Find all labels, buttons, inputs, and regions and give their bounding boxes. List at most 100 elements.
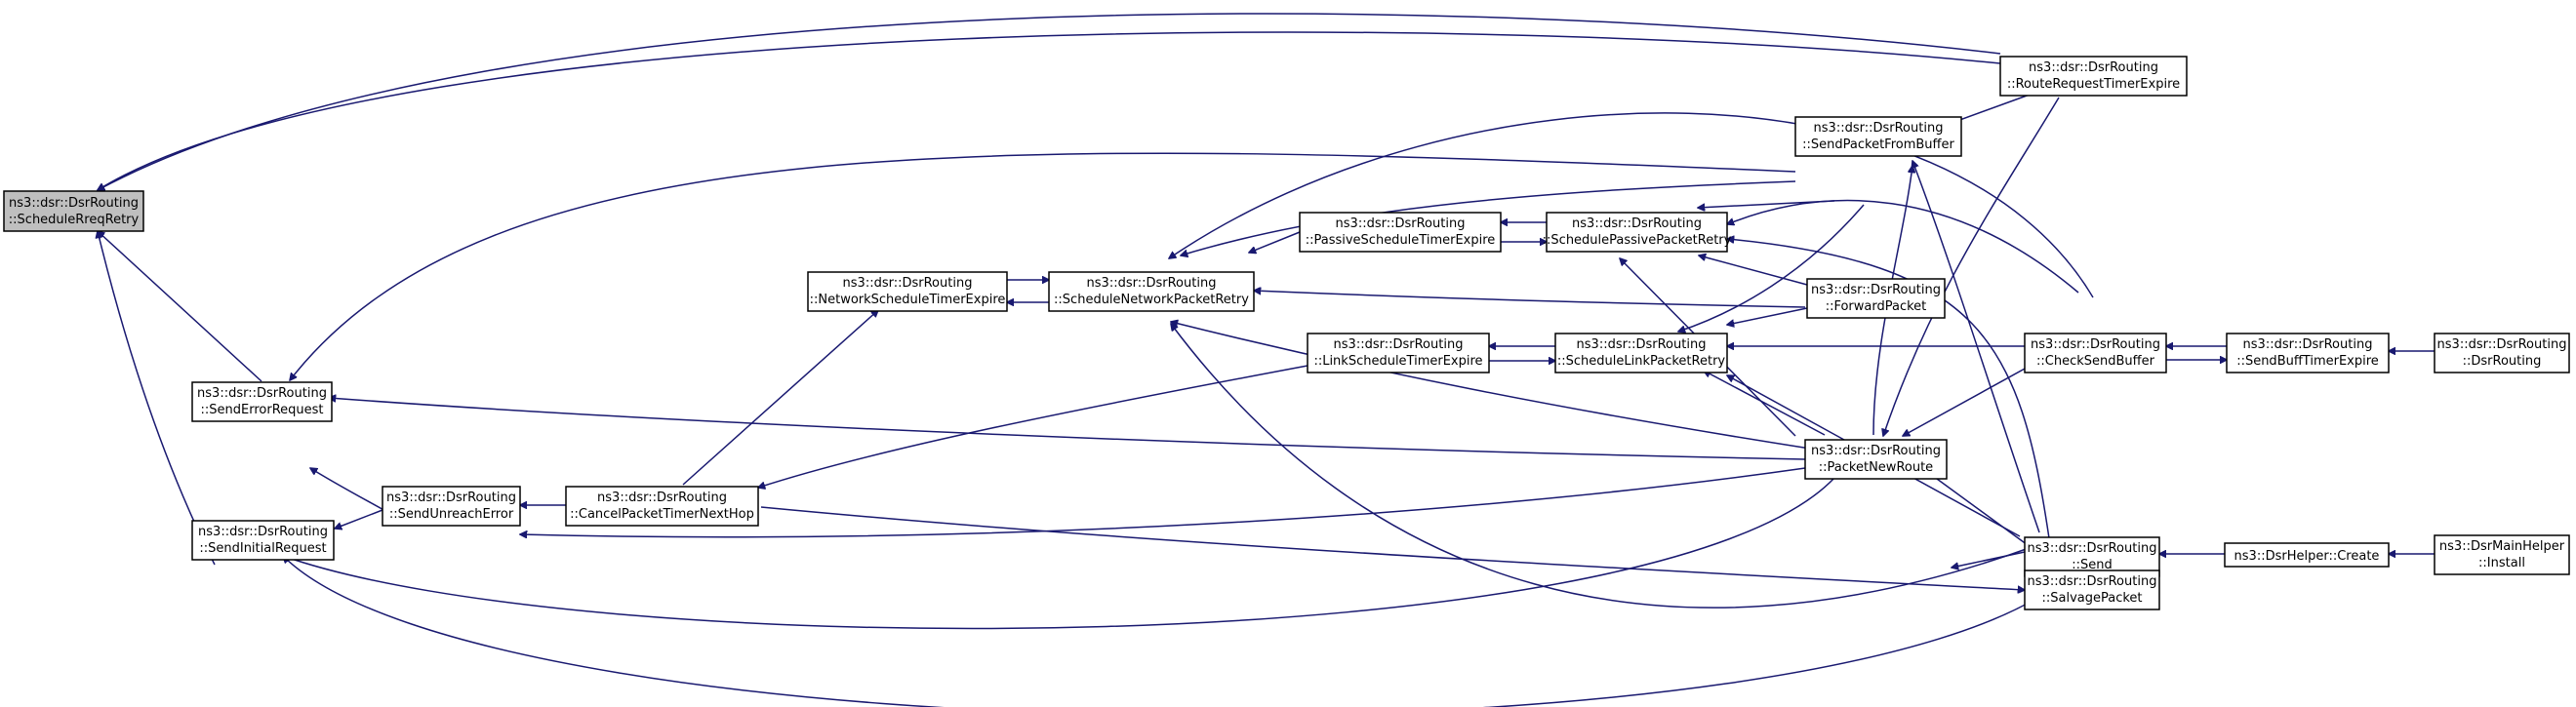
node-label-line-2: ::Send [2072, 558, 2113, 572]
nodes: ns3::dsr::DsrRouting ::ScheduleRreqRetry… [3, 56, 2570, 610]
edge-cancel-packet-timer-to-network-schedule-timer-expire [682, 310, 878, 486]
node-route-request-timer-expire[interactable]: ns3::dsr::DsrRouting ::RouteRequestTimer… [1999, 56, 2188, 97]
node-label-line-2: ::PassiveScheduleTimerExpire [1306, 233, 1496, 248]
node-box [191, 520, 335, 561]
edge-packet-new-route-to-send-initial-request [283, 477, 1835, 630]
node-label-line-2: ::ForwardPacket [1826, 299, 1927, 314]
node-label-line-2: ::ScheduleLinkPacketRetry [1557, 354, 1726, 369]
node-label-line-1: ns3::dsr::DsrRouting [1087, 276, 1217, 291]
node-label-line-1: ns3::dsr::DsrRouting [197, 386, 327, 401]
edge-link-schedule-timer-expire-to-cancel-packet-timer [758, 365, 1308, 488]
node-dsr-helper-create[interactable]: ns3::DsrHelper::Create [2224, 542, 2390, 568]
node-box [2224, 542, 2390, 568]
node-label-line-1: ns3::dsr::DsrRouting [9, 196, 139, 211]
node-dsr-routing-ctor[interactable]: ns3::dsr::DsrRouting ::DsrRouting [2434, 333, 2570, 373]
node-schedule-network-packet-retry[interactable]: ns3::dsr::DsrRouting ::ScheduleNetworkPa… [1048, 271, 1255, 312]
node-cancel-packet-timer-next-hop[interactable]: ns3::dsr::DsrRouting ::CancelPacketTimer… [565, 486, 759, 527]
edge-forward-packet-to-schedule-passive-packet-retry [1699, 255, 1808, 286]
node-box [565, 486, 759, 527]
node-forward-packet[interactable]: ns3::dsr::DsrRouting ::ForwardPacket [1806, 278, 1946, 319]
node-label-line-2: ::SendUnreachError [389, 507, 514, 522]
node-label-line-2: ::SendInitialRequest [199, 541, 326, 556]
node-box [2434, 333, 2570, 373]
node-check-send-buffer[interactable]: ns3::dsr::DsrRouting ::CheckSendBuffer [2024, 333, 2167, 373]
node-send-packet-from-buffer[interactable]: ns3::dsr::DsrRouting ::SendPacketFromBuf… [1794, 116, 1962, 157]
node-box [2024, 570, 2160, 610]
edge-packet-new-route-to-send-error-request [329, 398, 1806, 460]
node-label-line-2: ::PacketNewRoute [1819, 460, 1933, 475]
node-box [1804, 439, 1948, 480]
node-label-line-1: ns3::dsr::DsrRouting [1334, 337, 1464, 352]
edge-forward-packet-to-schedule-network-packet-retry [1254, 291, 1806, 308]
node-label-line-2: ::LinkScheduleTimerExpire [1313, 354, 1482, 369]
node-box [1048, 271, 1255, 312]
node-box [1999, 56, 2188, 97]
edge-route-request-timer-expire-to-schedule-rreq-retry [98, 13, 2001, 190]
node-box [3, 190, 144, 232]
node-label-line-1: ns3::dsr::DsrRouting [2028, 574, 2157, 589]
edge-send-unreach-error-to-send-initial-request [335, 509, 383, 529]
node-label-line-1: ns3::dsr::DsrRouting [843, 276, 973, 291]
edge-send-packet-from-buffer-to-schedule-network-packet-retry [1181, 180, 1796, 255]
node-label-line-1: ns3::DsrHelper::Create [2234, 549, 2380, 564]
edge-send-to-send-packet-from-buffer [1912, 161, 2040, 533]
node-network-schedule-timer-expire[interactable]: ns3::dsr::DsrRouting ::NetworkScheduleTi… [807, 271, 1008, 312]
edge-packet-new-route-to-send-unreach-error [520, 467, 1806, 537]
edge-packet-new-route-to-schedule-network-packet-retry [1171, 322, 1811, 450]
node-box [1307, 333, 1490, 373]
node-label-line-2: ::Install [2478, 556, 2525, 570]
edge-send-packet-from-buffer-to-schedule-link-packet-retry [1678, 204, 1865, 332]
node-schedule-passive-packet-retry[interactable]: ns3::dsr::DsrRouting ::SchedulePassivePa… [1543, 212, 1732, 253]
node-label-line-2: ::SchedulePassivePacketRetry [1543, 233, 1732, 248]
node-box [2024, 333, 2167, 373]
node-box [1299, 212, 1502, 253]
node-schedule-rreq-retry[interactable]: ns3::dsr::DsrRouting ::ScheduleRreqRetry [3, 190, 144, 232]
node-packet-new-route[interactable]: ns3::dsr::DsrRouting ::PacketNewRoute [1804, 439, 1948, 480]
node-send-error-request[interactable]: ns3::dsr::DsrRouting ::SendErrorRequest [191, 381, 333, 422]
node-send-unreach-error[interactable]: ns3::dsr::DsrRouting ::SendUnreachError [382, 486, 521, 527]
edge-route-request-timer-expire-to-schedule-rreq-retry-2 [98, 31, 2001, 190]
node-label-line-1: ns3::DsrMainHelper [2439, 539, 2565, 554]
node-label-line-2: ::ScheduleRreqRetry [9, 213, 140, 227]
node-label-line-1: ns3::dsr::DsrRouting [386, 491, 516, 505]
edge-send-to-send-initial-request [283, 556, 2070, 707]
node-schedule-link-packet-retry[interactable]: ns3::dsr::DsrRouting ::ScheduleLinkPacke… [1554, 333, 1728, 373]
edge-send-to-schedule-network-packet-retry [1171, 324, 2035, 609]
node-label-line-1: ns3::dsr::DsrRouting [1811, 283, 1941, 297]
node-label-line-1: ns3::dsr::DsrRouting [198, 525, 328, 539]
node-passive-schedule-timer-expire[interactable]: ns3::dsr::DsrRouting ::PassiveScheduleTi… [1299, 212, 1502, 253]
edge-forward-packet-to-schedule-link-packet-retry [1727, 307, 1808, 325]
edge-check-send-buffer-to-packet-new-route [1903, 357, 2045, 436]
node-label-line-1: ns3::dsr::DsrRouting [2029, 60, 2158, 75]
node-label-line-2: ::SendErrorRequest [201, 403, 324, 417]
node-label-line-2: ::ScheduleNetworkPacketRetry [1054, 293, 1249, 307]
edge-route-request-timer-expire-to-packet-new-route [1883, 97, 2060, 436]
edge-send-to-packet-new-route [1952, 551, 2026, 568]
edge-check-send-buffer-to-schedule-passive-packet-retry [1727, 199, 2079, 294]
node-label-line-2: ::SalvagePacket [2041, 591, 2142, 606]
node-label-line-1: ns3::dsr::DsrRouting [2243, 337, 2373, 352]
node-box [2226, 333, 2390, 373]
node-salvage-packet[interactable]: ns3::dsr::DsrRouting ::SalvagePacket [2024, 570, 2160, 610]
node-label-line-2: ::NetworkScheduleTimerExpire [810, 293, 1006, 307]
edge-send-packet-from-buffer-to-send-error-request [290, 152, 1796, 380]
node-box [1554, 333, 1728, 373]
node-box [1806, 278, 1946, 319]
node-label-line-1: ns3::dsr::DsrRouting [1577, 337, 1707, 352]
node-link-schedule-timer-expire[interactable]: ns3::dsr::DsrRouting ::LinkScheduleTimer… [1307, 333, 1490, 373]
node-label-line-2: ::RouteRequestTimerExpire [2007, 77, 2180, 92]
node-send-buff-timer-expire[interactable]: ns3::dsr::DsrRouting ::SendBuffTimerExpi… [2226, 333, 2390, 373]
edge-check-send-buffer-to-schedule-network-packet-retry [1169, 112, 2094, 298]
node-box [1546, 212, 1728, 253]
node-label-line-1: ns3::dsr::DsrRouting [2028, 541, 2157, 556]
node-send-initial-request[interactable]: ns3::dsr::DsrRouting ::SendInitialReques… [191, 520, 335, 561]
node-label-line-1: ns3::dsr::DsrRouting [1811, 444, 1941, 458]
node-dsr-main-helper-install[interactable]: ns3::DsrMainHelper ::Install [2434, 534, 2570, 575]
node-box [807, 271, 1008, 312]
edge-passive-schedule-timer-expire-to-schedule-network-packet-retry [1249, 231, 1301, 253]
edge-send-to-schedule-passive-packet-retry [1727, 239, 2050, 539]
node-label-line-1: ns3::dsr::DsrRouting [1336, 216, 1466, 231]
node-label-line-2: ::CheckSendBuffer [2036, 354, 2155, 369]
edge-send-error-request-to-schedule-rreq-retry [98, 231, 262, 382]
